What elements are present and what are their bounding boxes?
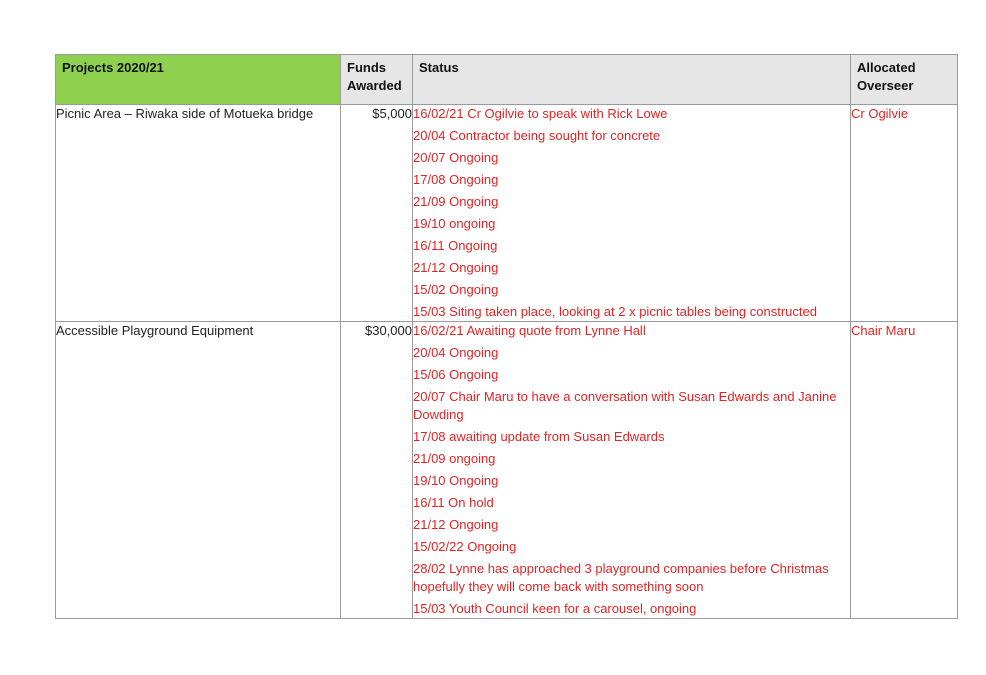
status-line: 20/07 Ongoing [413,150,499,165]
status-line: 20/04 Contractor being sought for concre… [413,128,661,143]
status-line: 20/07 Chair Maru to have a conversation … [413,389,837,422]
funds-awarded: $30,000 [340,321,413,619]
projects-table: Projects 2020/21 Funds Awarded Status Al… [55,54,958,619]
status-line: 15/02/22 Ongoing [413,539,517,554]
status-line: 16/11 Ongoing [413,238,498,253]
table-header-row: Projects 2020/21 Funds Awarded Status Al… [55,54,958,105]
status-line: 21/09 Ongoing [413,194,499,209]
status-line: 19/10 Ongoing [413,473,499,488]
project-name: Picnic Area – Riwaka side of Motueka bri… [55,104,341,322]
allocated-overseer: Cr Ogilvie [850,104,958,322]
header-status: Status [412,54,851,105]
status-line: 21/12 Ongoing [413,260,499,275]
status-line: 17/08 awaiting update from Susan Edwards [413,429,665,444]
status-line: 19/10 ongoing [413,216,496,231]
status-line: 15/03 Siting taken place, looking at 2 x… [413,304,817,319]
status-line: 15/03 Youth Council keen for a carousel,… [413,601,697,616]
status-line: 16/11 On hold [413,495,494,510]
status-cell: 16/02/21 Awaiting quote from Lynne Hall … [412,321,851,619]
status-line: 15/06 Ongoing [413,367,499,382]
status-cell: 16/02/21 Cr Ogilvie to speak with Rick L… [412,104,851,322]
status-line: 16/02/21 Cr Ogilvie to speak with Rick L… [413,106,668,121]
status-line: 21/09 ongoing [413,451,496,466]
status-line: 21/12 Ongoing [413,517,499,532]
header-allocated-overseer: Allocated Overseer [850,54,958,105]
funds-awarded: $5,000 [340,104,413,322]
status-line: 16/02/21 Awaiting quote from Lynne Hall [413,323,646,338]
table-row: Accessible Playground Equipment $30,000 … [55,321,958,619]
header-projects: Projects 2020/21 [55,54,341,105]
table-row: Picnic Area – Riwaka side of Motueka bri… [55,104,958,322]
allocated-overseer: Chair Maru [850,321,958,619]
status-line: 20/04 Ongoing [413,345,499,360]
status-line: 15/02 Ongoing [413,282,499,297]
status-line: 17/08 Ongoing [413,172,499,187]
project-name: Accessible Playground Equipment [55,321,341,619]
status-line: 28/02 Lynne has approached 3 playground … [413,561,829,594]
header-funds-awarded: Funds Awarded [340,54,413,105]
